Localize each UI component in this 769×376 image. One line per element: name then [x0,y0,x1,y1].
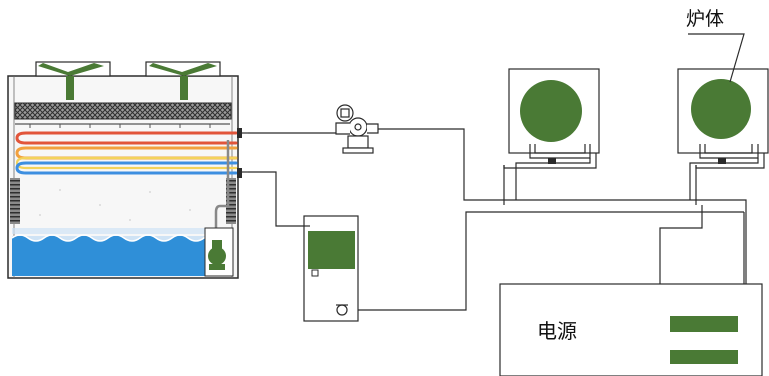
power-module-bottom [670,350,738,364]
power-supply-cabinet [499,283,763,376]
basin-water [12,236,208,276]
furnace-left-icon [503,68,600,172]
furnace-right-icon [677,68,769,172]
power-module-top [670,316,738,332]
power-supply-label: 电源 [537,319,577,343]
circulation-pump-icon [335,104,379,154]
air-inlet-louvre-left [10,178,20,224]
furnace-label: 炉体 [686,8,725,30]
water-tank-icon [303,215,359,322]
air-inlet-louvre-right [226,178,236,224]
heat-exchange-coil [15,131,238,175]
drift-eliminator [14,102,232,120]
cooling-tower [7,61,248,279]
fan-left-icon [35,61,111,100]
fan-right-icon [145,61,221,100]
spray-pump-icon [204,227,234,277]
tank-pump-icon [336,304,348,316]
furnace-label-leader [688,33,745,83]
